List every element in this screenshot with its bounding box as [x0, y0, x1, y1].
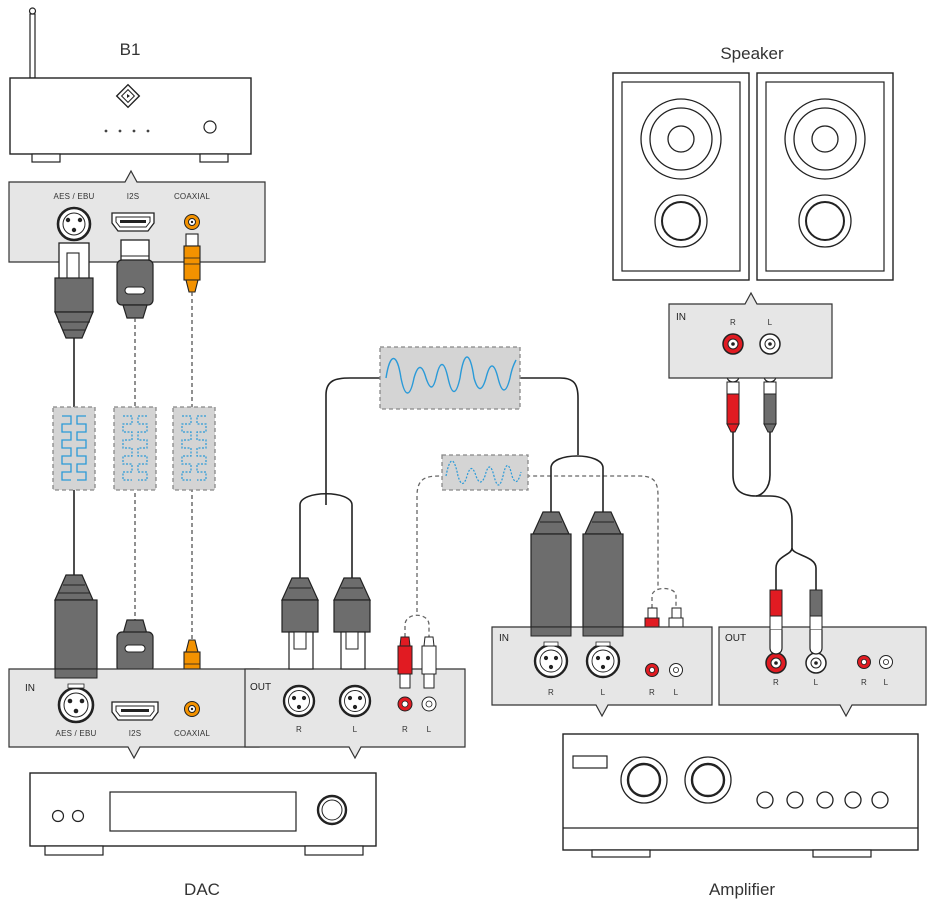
amplifier-device — [562, 733, 919, 858]
b1-aes-label: AES / EBU — [53, 192, 95, 201]
amp-spk-r-label: R — [773, 678, 779, 687]
amp-in-label: IN — [499, 633, 509, 644]
dac-i2s-connector — [111, 701, 159, 721]
amplifier-label: Amplifier — [708, 880, 776, 899]
amplifier-display — [572, 755, 608, 769]
dac-i2s-label: I2S — [128, 729, 142, 738]
coaxial-signal-box — [172, 406, 216, 491]
rca-cable-run — [416, 454, 659, 612]
b1-dac-cables — [52, 233, 216, 697]
b1-coaxial-label: COAXIAL — [173, 192, 211, 201]
b1-i2s-label: I2S — [126, 192, 140, 201]
b1-rear-panel — [8, 169, 266, 263]
amp-xlr-r-label: R — [548, 688, 554, 697]
dac-aes-label: AES / EBU — [55, 729, 97, 738]
amp-rca-out-l-label: L — [883, 678, 889, 687]
amp-rca-l-label: L — [673, 688, 679, 697]
dac-out-plugs — [281, 492, 437, 689]
b1-antenna — [29, 13, 36, 79]
b1-coaxial-connector — [184, 214, 200, 230]
speaker-in-label: IN — [676, 312, 686, 323]
dac-out-panel — [244, 668, 466, 760]
amplifier-buttons — [756, 791, 889, 809]
dac-in-panel — [8, 668, 260, 760]
dac-coaxial-label: COAXIAL — [173, 729, 211, 738]
dac-device — [29, 772, 377, 856]
dac-xlr-l-label: L — [352, 725, 358, 734]
amp-xlr-l-label: L — [600, 688, 606, 697]
amp-out-label: OUT — [725, 633, 747, 644]
dac-xlr-r-label: R — [296, 725, 302, 734]
dac-out-label: OUT — [250, 682, 272, 693]
b1-logo-icon — [115, 83, 141, 109]
dac-in-label: IN — [25, 683, 35, 694]
b1-indicator-dots — [104, 129, 150, 133]
b1-device — [9, 7, 252, 163]
i2s-signal-box — [113, 406, 157, 491]
b1-i2s-connector — [111, 212, 155, 232]
speaker-in-panel — [668, 291, 833, 379]
dac-rca-l-label: L — [426, 725, 432, 734]
speaker-r-label: R — [730, 318, 736, 327]
amp-rca-out-r-label: R — [861, 678, 867, 687]
dac-coaxial-connector — [184, 701, 200, 717]
speaker-pair — [612, 72, 894, 281]
rca-signal-box — [441, 454, 529, 491]
amp-spk-l-label: L — [813, 678, 819, 687]
b1-label: B1 — [119, 40, 141, 59]
dac-label: DAC — [184, 880, 220, 899]
xlr-signal-box — [379, 346, 521, 410]
aes-signal-box — [52, 406, 96, 491]
dac-rca-r-label: R — [402, 725, 408, 734]
amplifier-body — [562, 733, 919, 851]
dac-display — [109, 791, 297, 832]
amp-in-panel — [491, 626, 713, 718]
speaker-l-label: L — [767, 318, 773, 327]
speaker-label: Speaker — [720, 44, 784, 63]
amp-rca-r-label: R — [649, 688, 655, 697]
b1-power-button — [203, 120, 217, 134]
speaker-cable — [726, 358, 823, 655]
xlr-cable-run — [325, 346, 579, 505]
